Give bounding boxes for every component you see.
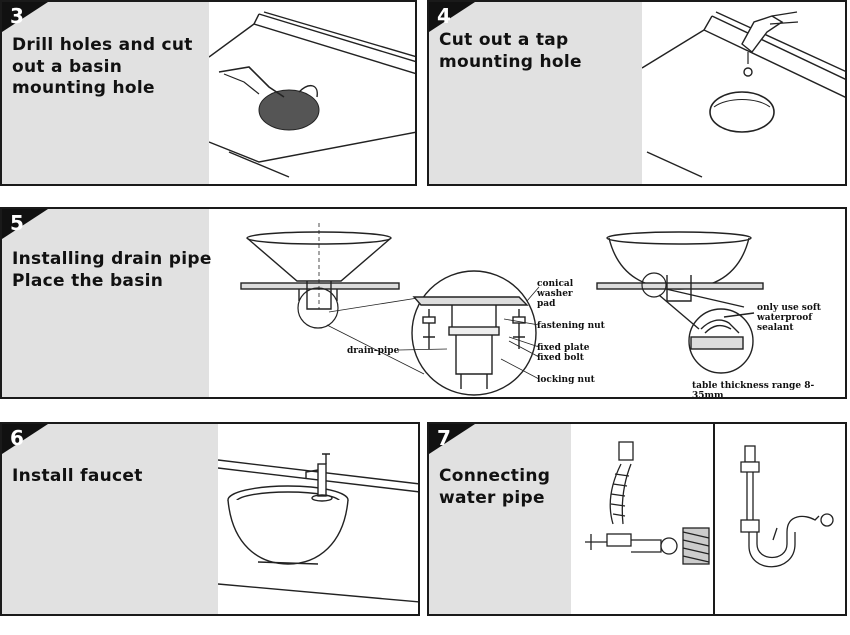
step-5-title: Installing drain pipe Place the basin xyxy=(12,249,212,291)
step-3-panel: 3 Drill holes and cut out a basin mounti… xyxy=(0,0,417,186)
step-5-illustration xyxy=(240,223,764,396)
label-table-thickness: table thickness range 8-35mm xyxy=(692,381,815,399)
step-4-badge: 4 xyxy=(429,2,475,32)
label-conical-washer-pad: conical washer pad xyxy=(537,279,574,309)
step-6-number: 6 xyxy=(10,426,24,450)
step-7-number: 7 xyxy=(437,426,451,450)
label-sealant: only use soft waterproof sealant xyxy=(757,303,821,333)
step-3-number: 3 xyxy=(10,4,24,28)
step-3-illustration xyxy=(209,11,415,178)
step-3-title: Drill holes and cut out a basin mounting… xyxy=(12,35,193,98)
step-5-panel: 5 Installing drain pipe Place the basin xyxy=(0,207,847,399)
step-5-number: 5 xyxy=(10,211,24,235)
step-6-illustration xyxy=(218,453,418,603)
step-7-divider xyxy=(713,424,715,614)
step-7-illustration-left xyxy=(585,441,710,565)
label-locking-nut: locking nut xyxy=(537,375,595,385)
step-6-panel: 6 Install faucet xyxy=(0,422,420,616)
step-4-panel: 4 Cut out a tap mounting hole xyxy=(427,0,847,186)
step-6-label-box xyxy=(2,424,218,614)
step-5-badge: 5 xyxy=(2,209,48,239)
label-drain-pipe: drain-pipe xyxy=(347,346,400,356)
step-7-panel: 7 Connecting water pipe xyxy=(427,422,847,616)
step-7-illustration-right xyxy=(740,445,834,568)
step-5-label-box xyxy=(2,209,209,397)
step-7-label-box xyxy=(429,424,571,614)
step-4-label-box xyxy=(429,2,642,184)
step-3-badge: 3 xyxy=(2,2,48,32)
step-4-illustration xyxy=(642,11,845,178)
step-3-label-box xyxy=(2,2,209,184)
label-fastening-nut: fastening nut xyxy=(537,321,605,331)
step-7-title: Connecting water pipe xyxy=(439,466,551,508)
label-fixed-plate-bolt: fixed plate fixed bolt xyxy=(537,343,590,363)
step-6-badge: 6 xyxy=(2,424,48,454)
step-6-title: Install faucet xyxy=(12,466,143,486)
step-4-title: Cut out a tap mounting hole xyxy=(439,30,582,72)
step-4-number: 4 xyxy=(437,4,451,28)
step-7-badge: 7 xyxy=(429,424,475,454)
